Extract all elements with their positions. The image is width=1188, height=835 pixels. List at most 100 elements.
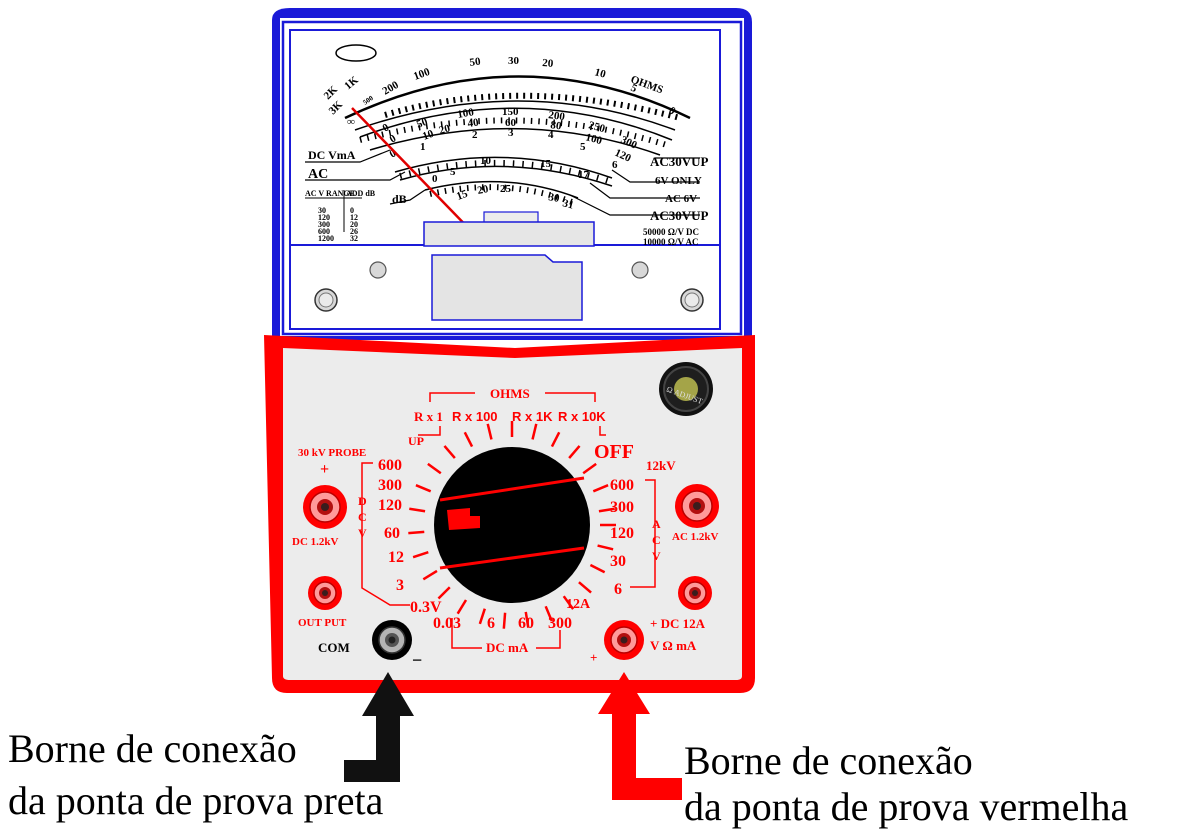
meter-needle bbox=[351, 107, 481, 241]
acv-range-label: 6 bbox=[614, 581, 622, 598]
dc-vma-label: DC VmA bbox=[308, 148, 356, 162]
off-label: OFF bbox=[594, 441, 634, 463]
red-probe-caption-line-2: da ponta de prova vermelha bbox=[684, 784, 1129, 829]
acv-letter: V bbox=[652, 549, 661, 563]
ohms-tick-0: 0 bbox=[666, 105, 678, 118]
dcv2-tick-40: 40 bbox=[467, 116, 480, 129]
dcv-range-label: 12 bbox=[388, 549, 404, 566]
ohms-tick-100: 100 bbox=[412, 66, 432, 83]
dcv2-tick-60: 60 bbox=[505, 117, 517, 129]
acv-range-label: 120 bbox=[610, 525, 634, 542]
dcv-tick-50: 50 bbox=[415, 116, 430, 131]
selector-dial[interactable] bbox=[408, 421, 616, 629]
ohms-range-rx100: R x 100 bbox=[452, 409, 498, 424]
ac-6v-label: AC 6V bbox=[665, 193, 697, 205]
jack-v-ohm-ma[interactable] bbox=[604, 620, 644, 660]
jack-output[interactable] bbox=[308, 576, 342, 610]
ohms-tick-5: 5 bbox=[629, 82, 640, 95]
meter-window bbox=[314, 211, 704, 321]
dial-tick bbox=[550, 431, 561, 448]
probe-30kv-label: 30 kV PROBE bbox=[298, 447, 366, 459]
dial-tick bbox=[598, 507, 615, 513]
ohms-range-rx1: R x 1 bbox=[414, 409, 443, 424]
scale-face bbox=[305, 75, 700, 232]
dial-tick bbox=[443, 445, 456, 459]
ohms-bracket bbox=[429, 392, 596, 402]
dial-tick bbox=[478, 608, 486, 625]
db-table-add: 20 bbox=[350, 220, 358, 229]
dcma-label: DC mA bbox=[486, 640, 529, 655]
com-label: COM bbox=[318, 640, 350, 655]
dial-tick bbox=[544, 605, 553, 622]
red-plus: + bbox=[590, 650, 597, 665]
ac6v-tick-17: 17 bbox=[578, 169, 590, 181]
dial-tick bbox=[415, 484, 432, 493]
ohm-adjust-knob[interactable]: Ω ADJUST bbox=[659, 362, 713, 416]
jack-dc-12kv[interactable] bbox=[303, 485, 347, 529]
add-db-label: ADD dB bbox=[346, 189, 376, 198]
db-table-add: 26 bbox=[350, 227, 358, 236]
dcv3-tick-1: 1 bbox=[420, 141, 426, 153]
sensitivity-dc-label: 50000 Ω/V DC bbox=[643, 227, 699, 237]
dcv3-tick-5: 5 bbox=[580, 141, 586, 153]
ac30vup-label-1: AC30VUP bbox=[650, 154, 709, 169]
panel-labels: OHMS R x 1 R x 100 R x 1K R x 10K UP OFF… bbox=[292, 386, 719, 670]
jack-dc-12a[interactable] bbox=[678, 576, 712, 610]
ohms-tick-inf: ∞ bbox=[347, 116, 355, 128]
db-tick-31: 31 bbox=[561, 197, 575, 211]
acv-letter: C bbox=[652, 533, 661, 547]
ohms-tick-50: 50 bbox=[469, 55, 482, 68]
up-label: UP bbox=[408, 434, 424, 448]
dcma-range-label: 60 bbox=[518, 615, 534, 632]
scale-numbers: OHMS 2K 1K 500 200 100 50 30 20 10 5 0 3… bbox=[322, 55, 678, 212]
dcv2-tick-0: 0 bbox=[388, 132, 399, 145]
ac6v-tick-5: 5 bbox=[450, 166, 456, 178]
dcv-tick-150: 150 bbox=[502, 106, 519, 118]
black-arrow-icon bbox=[344, 672, 414, 782]
ac6v-tick-0: 0 bbox=[432, 173, 438, 185]
jack-com[interactable] bbox=[372, 620, 412, 660]
db-table-add: 0 bbox=[350, 206, 354, 215]
dcv2-tick-100: 100 bbox=[584, 131, 604, 147]
acv-range-label: 600 bbox=[610, 477, 634, 494]
dial-tick bbox=[437, 586, 451, 600]
dial-tick bbox=[592, 484, 609, 493]
dcma-range-label: 6 bbox=[487, 615, 495, 632]
jack-ac-12kv[interactable] bbox=[675, 484, 719, 528]
ac-v-range-label: AC V RANGE bbox=[305, 189, 355, 198]
dial-ticks bbox=[408, 421, 616, 629]
dcv3-tick-3: 3 bbox=[508, 127, 514, 139]
dial-tick bbox=[412, 551, 429, 559]
v-ohm-ma-label: V Ω mA bbox=[650, 638, 697, 653]
acv-range-label: 30 bbox=[610, 553, 626, 570]
ac-12kv-label: AC 1.2kV bbox=[672, 531, 719, 543]
dial-tick bbox=[531, 423, 538, 440]
dial-tick bbox=[578, 581, 592, 594]
twelve-kv-label: 12kV bbox=[646, 458, 676, 473]
db-table-range: 600 bbox=[318, 227, 330, 236]
dcv-range-label: 3 bbox=[396, 577, 404, 594]
db-tick-20: 20 bbox=[476, 183, 489, 197]
dial-tick bbox=[582, 462, 597, 475]
dc-12a-label: + DC 12A bbox=[650, 616, 706, 631]
db-table-add: 32 bbox=[350, 234, 358, 243]
db-tick-30: 30 bbox=[547, 191, 560, 205]
db-table-add: 12 bbox=[350, 213, 358, 222]
output-label: OUT PUT bbox=[298, 617, 347, 629]
dcv3-tick-6: 6 bbox=[612, 159, 618, 171]
db-table-range: 1200 bbox=[318, 234, 334, 243]
db-table-range: 30 bbox=[318, 206, 326, 215]
db-table-range: 300 bbox=[318, 220, 330, 229]
ac-label: AC bbox=[308, 167, 328, 182]
ohms-range-rx10k: R x 10K bbox=[558, 409, 606, 424]
dcv2-tick-20: 20 bbox=[438, 122, 452, 137]
dial-tick bbox=[427, 462, 442, 475]
ac6v-tick-15: 15 bbox=[540, 158, 552, 170]
dcv-tick-0: 0 bbox=[381, 121, 392, 134]
dial-tick bbox=[589, 563, 606, 574]
